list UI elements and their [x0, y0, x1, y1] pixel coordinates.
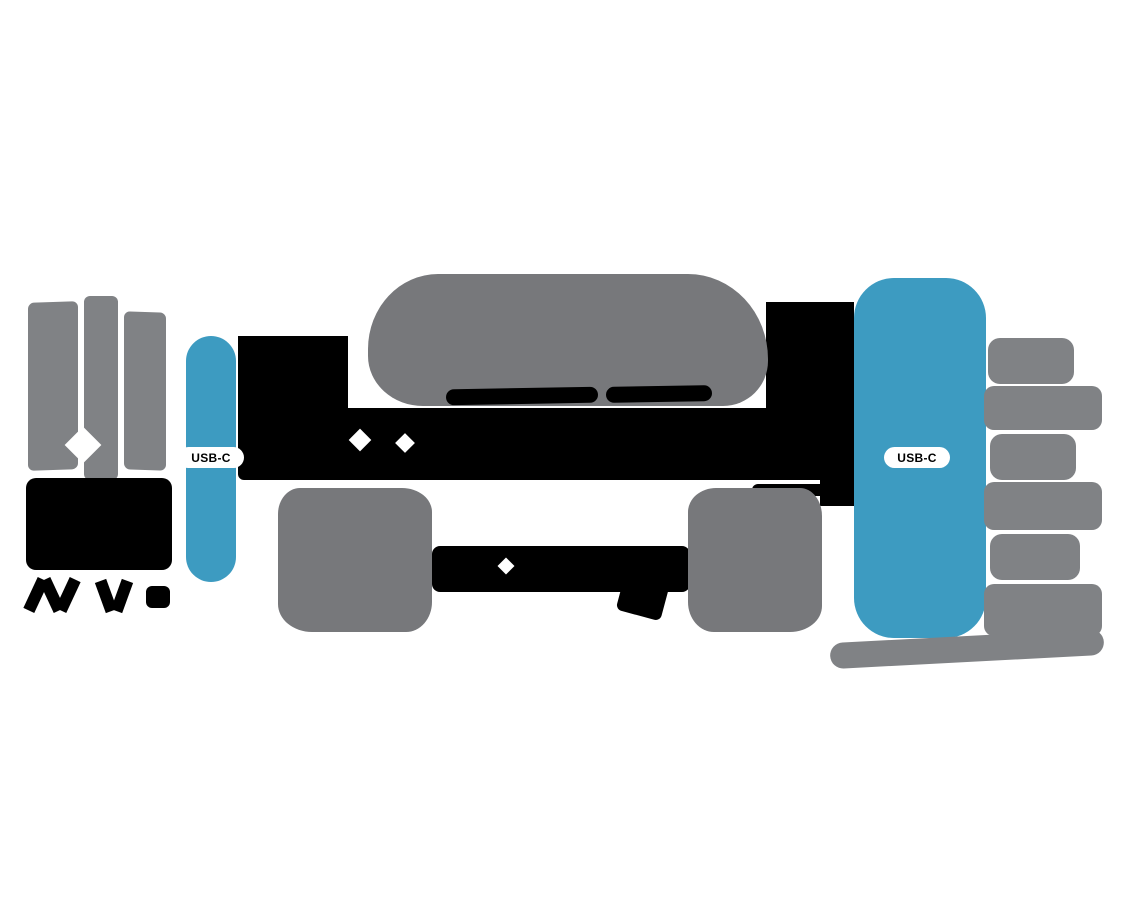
device-top-silhouette: [368, 274, 768, 406]
device-left-silhouette: [278, 488, 432, 632]
caption-left-dot: [146, 586, 170, 608]
device-right-silhouette: [688, 488, 822, 632]
peripheral-2-silhouette: [984, 386, 1102, 430]
laptop-part-right: [124, 311, 166, 471]
peripheral-6-silhouette: [984, 584, 1102, 636]
peripheral-4-silhouette: [984, 482, 1102, 530]
peripheral-5-silhouette: [990, 534, 1080, 580]
caption-center-seg: [445, 386, 599, 406]
caption-left-block: [26, 478, 172, 570]
left-usb-c-label: USB-C: [178, 447, 244, 468]
right-usb-c-label-text: USB-C: [897, 450, 937, 465]
right-usb-c-label: USB-C: [884, 447, 950, 468]
cable-band: [238, 408, 856, 480]
caption-center-seg: [605, 385, 713, 403]
caption-left-stroke: [110, 578, 134, 614]
left-usb-c-label-text: USB-C: [191, 450, 231, 465]
caption-left-stroke: [55, 577, 81, 613]
peripheral-swoosh-silhouette: [829, 628, 1105, 670]
peripheral-1-silhouette: [988, 338, 1074, 384]
cable-block-right: [766, 302, 854, 412]
peripheral-3-silhouette: [990, 434, 1076, 480]
cable-block-left: [238, 336, 348, 416]
